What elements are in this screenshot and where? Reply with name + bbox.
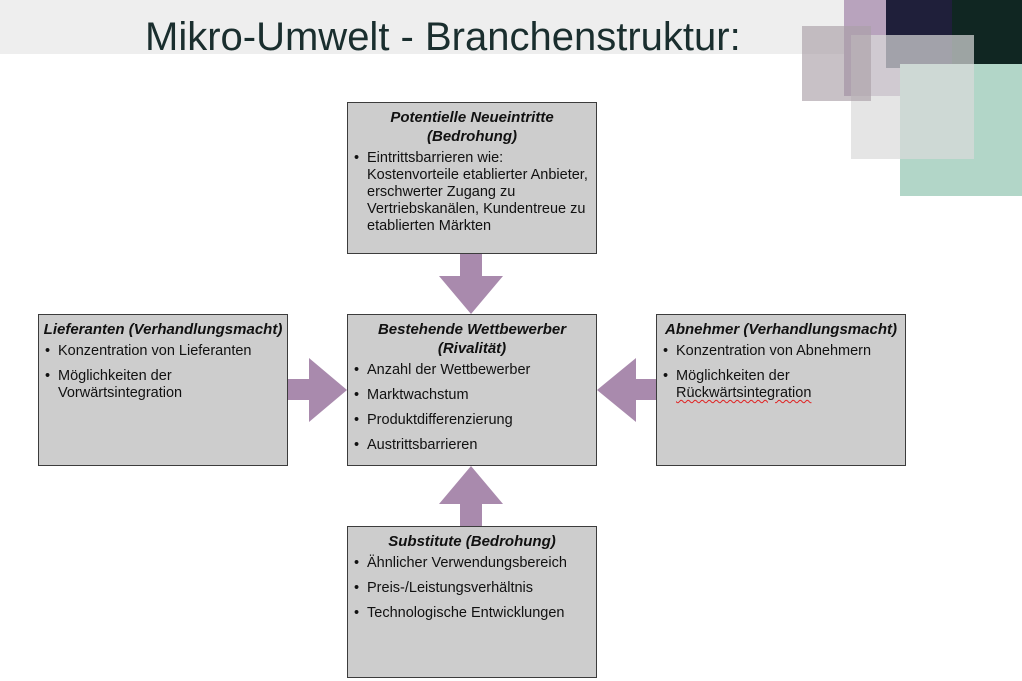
list-item: Ähnlicher Verwendungsbereich <box>352 555 592 572</box>
box-new-entrants: Potentielle Neueintritte (Bedrohung) Ein… <box>347 102 597 254</box>
list-item: Austrittsbarrieren <box>352 437 592 454</box>
box-title: Bestehende Wettbewerber (Rivalität) <box>377 321 567 357</box>
arrow-up <box>439 466 503 526</box>
box-title: Substitute (Bedrohung) <box>388 533 556 550</box>
bullet-list: Konzentration von Abnehmern Möglichkeite… <box>661 343 901 402</box>
box-title: Lieferanten (Verhandlungsmacht) <box>43 321 283 338</box>
arrow-right <box>287 358 347 422</box>
deco-square-gray <box>802 26 871 101</box>
box-substitutes: Substitute (Bedrohung) Ähnlicher Verwend… <box>347 526 597 678</box>
bullet-list: Anzahl der Wettbewerber Marktwachstum Pr… <box>352 362 592 454</box>
list-item: Eintrittsbarrieren wie: Kostenvorteile e… <box>352 150 592 235</box>
list-item: Technologische Entwicklungen <box>352 605 592 622</box>
box-suppliers: Lieferanten (Verhandlungsmacht) Konzentr… <box>38 314 288 466</box>
list-item-text: Möglichkeiten der <box>676 368 790 384</box>
deco-square-lightgray <box>851 35 974 159</box>
box-title: Potentielle Neueintritte (Bedrohung) <box>390 109 554 145</box>
bullet-list: Ähnlicher Verwendungsbereich Preis-/Leis… <box>352 555 592 622</box>
list-item: Konzentration von Lieferanten <box>43 343 283 360</box>
box-title: Abnehmer (Verhandlungsmacht) <box>665 321 897 338</box>
arrow-left <box>597 358 656 422</box>
box-buyers: Abnehmer (Verhandlungsmacht) Konzentrati… <box>656 314 906 466</box>
spellcheck-word: Rückwärtsintegration <box>676 385 812 401</box>
box-competitors: Bestehende Wettbewerber (Rivalität) Anza… <box>347 314 597 466</box>
list-item: Marktwachstum <box>352 387 592 404</box>
bullet-list: Eintrittsbarrieren wie: Kostenvorteile e… <box>352 150 592 235</box>
list-item: Konzentration von Abnehmern <box>661 343 901 360</box>
arrow-down <box>439 254 503 314</box>
list-item: Produktdifferenzierung <box>352 412 592 429</box>
bullet-list: Konzentration von Lieferanten Möglichkei… <box>43 343 283 402</box>
list-item: Anzahl der Wettbewerber <box>352 362 592 379</box>
list-item: Möglichkeiten der Vorwärtsintegration <box>43 368 283 402</box>
page-title: Mikro-Umwelt - Branchenstruktur: <box>145 15 741 59</box>
list-item: Preis-/Leistungsverhältnis <box>352 580 592 597</box>
